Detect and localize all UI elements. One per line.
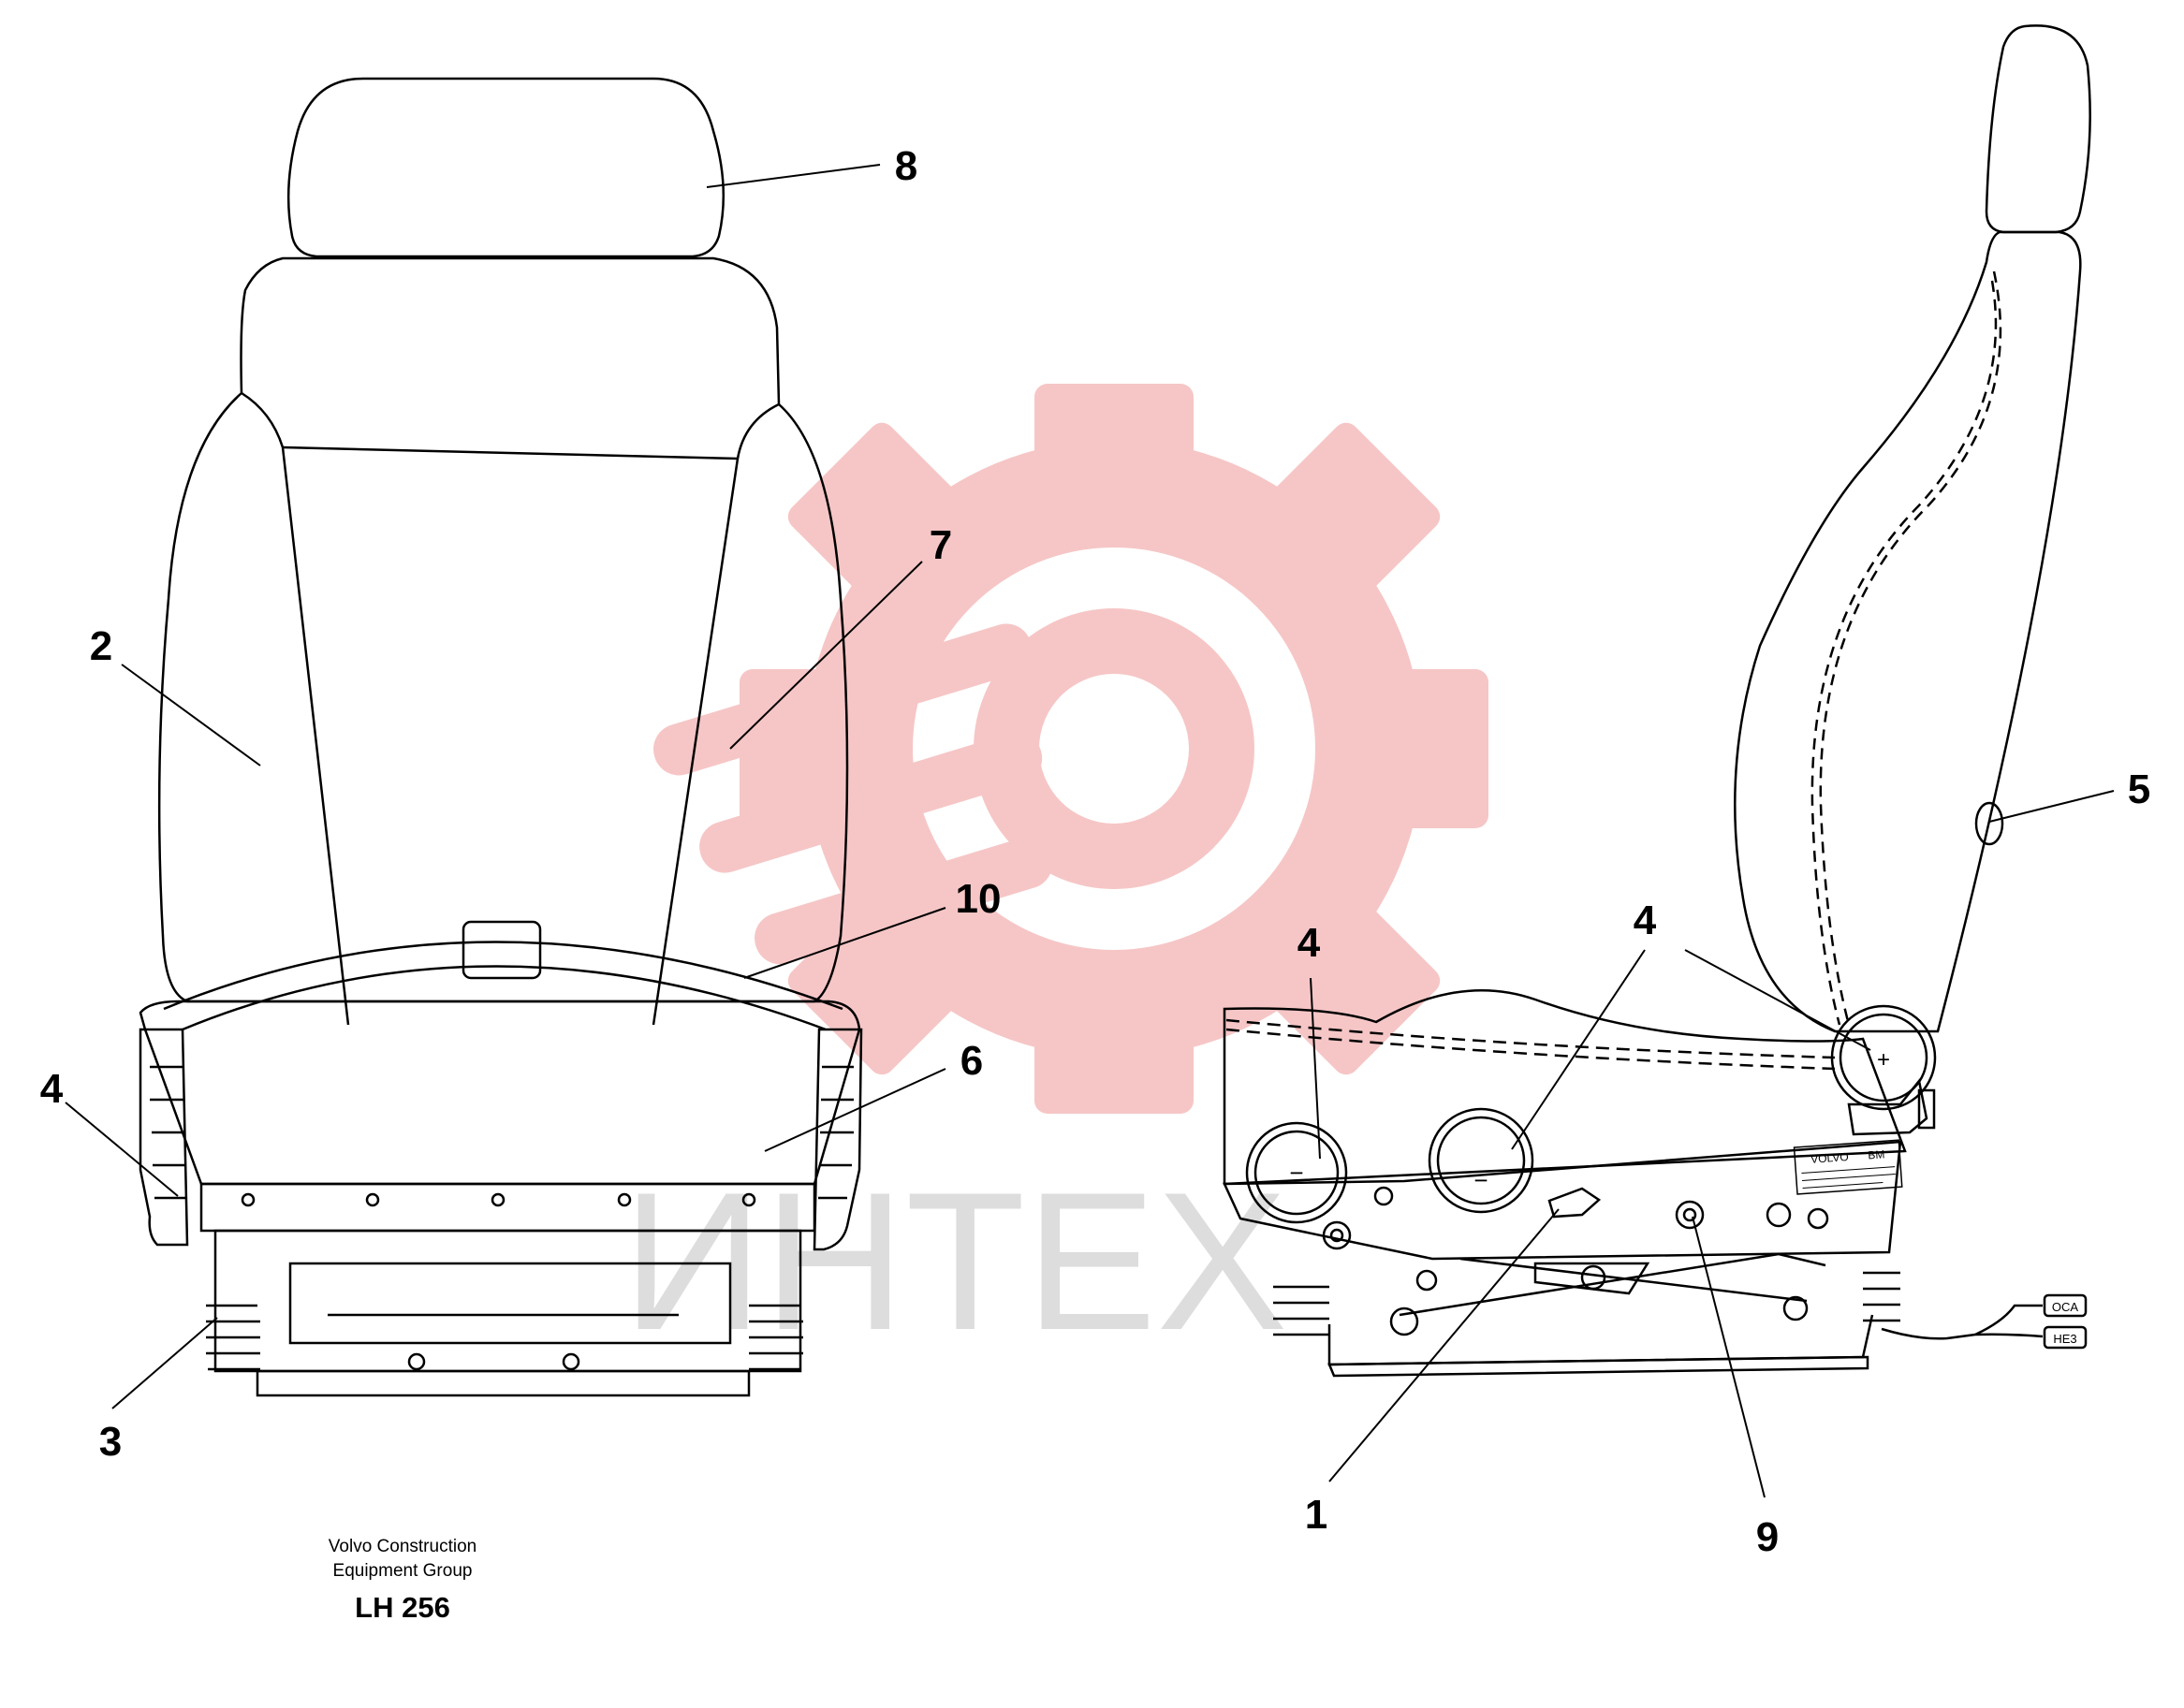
- weight-knob-mid: [1428, 1107, 1534, 1214]
- side-headrest: [1985, 24, 2091, 234]
- connector-lower: [2043, 1325, 2088, 1350]
- recline-knob: [1830, 1004, 1937, 1111]
- side-knob-right-ribs: [818, 1065, 854, 1200]
- callout-5: 5: [2128, 766, 2150, 812]
- side-cushion: [1223, 988, 1907, 1186]
- scissor-pivot-2: [1580, 1264, 1606, 1291]
- backrest-center-top: [282, 445, 739, 460]
- lumbar-knob: [1974, 801, 2004, 846]
- scissor-pivot-4: [1415, 1269, 1438, 1292]
- weight-knob-mid-inner: [1436, 1116, 1526, 1205]
- lever-latch: [1917, 1088, 1936, 1130]
- height-knob-front-sign: −: [1289, 1159, 1303, 1187]
- height-knob-front-inner: [1253, 1130, 1340, 1216]
- backrest-left-bolster: [241, 391, 350, 1026]
- headrest: [286, 77, 726, 258]
- callout-7: 7: [930, 522, 952, 568]
- side-bellows-right: [1863, 1271, 1900, 1322]
- callout-4-side-right: 4: [1634, 898, 1657, 943]
- connector-lower-label: HE3: [2053, 1332, 2076, 1346]
- base-plate-front: [256, 1369, 751, 1397]
- weight-knob-mid-sign: −: [1473, 1166, 1488, 1194]
- callout-1: 1: [1305, 1492, 1327, 1538]
- backrest-right-bolster: [652, 402, 780, 1026]
- leader-4c: [1684, 949, 1871, 1051]
- connector-upper: [2043, 1293, 2088, 1318]
- leader-8: [706, 164, 881, 188]
- footer-code: LH 256: [355, 1591, 450, 1624]
- callout-4-front: 4: [40, 1066, 64, 1112]
- leader-3: [111, 1317, 218, 1409]
- footer-line2: Equipment Group: [332, 1561, 473, 1581]
- side-base-plate: [1327, 1355, 1869, 1378]
- base-mechanism-inner: [288, 1262, 732, 1345]
- leader-4b: [1511, 949, 1646, 1150]
- watermark-speed-stripes: [652, 623, 1053, 965]
- footer-line1: Volvo Construction: [328, 1537, 477, 1556]
- side-knob-left: [139, 1028, 189, 1247]
- side-backrest-inner-seam: [1819, 270, 2002, 1026]
- belt-bar-lower: [182, 965, 827, 1031]
- seat-side-view: − − +: [1223, 24, 2091, 1378]
- leader-1: [1328, 1208, 1560, 1482]
- side-bellows-left: [1273, 1285, 1329, 1336]
- front-panel-holes: [241, 1192, 756, 1207]
- leader-7: [729, 561, 923, 750]
- leader-5: [1988, 790, 2115, 823]
- footer-credit: Volvo Construction Equipment Group LH 25…: [243, 1535, 562, 1625]
- side-frame-panel: [1223, 1140, 1902, 1261]
- seat-front-view: [139, 77, 863, 1397]
- watermark-text: ИНТЕХ: [622, 1151, 1287, 1371]
- fore-aft-lever: [1547, 1187, 1602, 1219]
- belt-buckle: [462, 920, 542, 980]
- callout-2: 2: [90, 623, 112, 669]
- cable-branch-2: [1974, 1333, 2044, 1338]
- leader-9: [1692, 1216, 1766, 1498]
- scissor-pivot-1: [1389, 1307, 1419, 1336]
- scissor-pivot-3: [1782, 1295, 1809, 1321]
- callout-10: 10: [956, 876, 1002, 922]
- id-plate-mark: BM: [1868, 1147, 1885, 1161]
- recline-knob-sign: +: [1877, 1047, 1890, 1073]
- leader-4a: [1310, 977, 1321, 1160]
- backrest-outer: [157, 256, 849, 1003]
- callout-3: 3: [99, 1419, 122, 1465]
- cable: [1881, 1327, 1976, 1340]
- side-backrest: [1734, 230, 2082, 1033]
- callout-4-side-left: 4: [1297, 920, 1321, 966]
- connector-upper-label: OCA: [2052, 1300, 2079, 1314]
- leader-10: [743, 907, 946, 979]
- bellows-right: [749, 1304, 803, 1371]
- base-bolts: [407, 1352, 580, 1371]
- bellows-left: [206, 1304, 260, 1371]
- watermark-logo: ИНТЕХ: [622, 384, 1488, 1371]
- leader-lines: [65, 164, 2115, 1498]
- watermark-gear-core: [1039, 674, 1189, 824]
- leader-6: [764, 1068, 946, 1152]
- side-knob-left-ribs: [150, 1065, 186, 1200]
- callout-9: 9: [1756, 1514, 1779, 1560]
- cushion-seam: [1225, 1018, 1836, 1059]
- cushion-seam-2: [1225, 1028, 1836, 1071]
- leader-4-front: [65, 1102, 179, 1197]
- id-plate: VOLVO BM: [1793, 1139, 1903, 1195]
- scissor-link-2: [1459, 1257, 1808, 1303]
- callout-6: 6: [960, 1038, 983, 1084]
- belt-bar: [163, 941, 843, 1011]
- cable-branch-1: [1974, 1304, 2043, 1336]
- recline-knob-inner: [1839, 1013, 1928, 1102]
- scissor-link-1: [1399, 1252, 1826, 1317]
- side-panel-bolts: [1322, 1186, 1829, 1250]
- callout-8: 8: [895, 143, 917, 189]
- height-knob-front: [1245, 1121, 1348, 1224]
- side-backrest-inner-seam-2: [1810, 280, 1998, 1026]
- side-knob-right: [813, 1028, 863, 1251]
- scissor-link-3: [1533, 1262, 1650, 1295]
- callout-numbers: 8 2 7 10 4 6 3 5 4 4 1 9: [40, 143, 2150, 1560]
- leader-2: [121, 664, 261, 766]
- recline-bracket: [1847, 1078, 1928, 1136]
- id-plate-brand: VOLVO: [1810, 1150, 1849, 1166]
